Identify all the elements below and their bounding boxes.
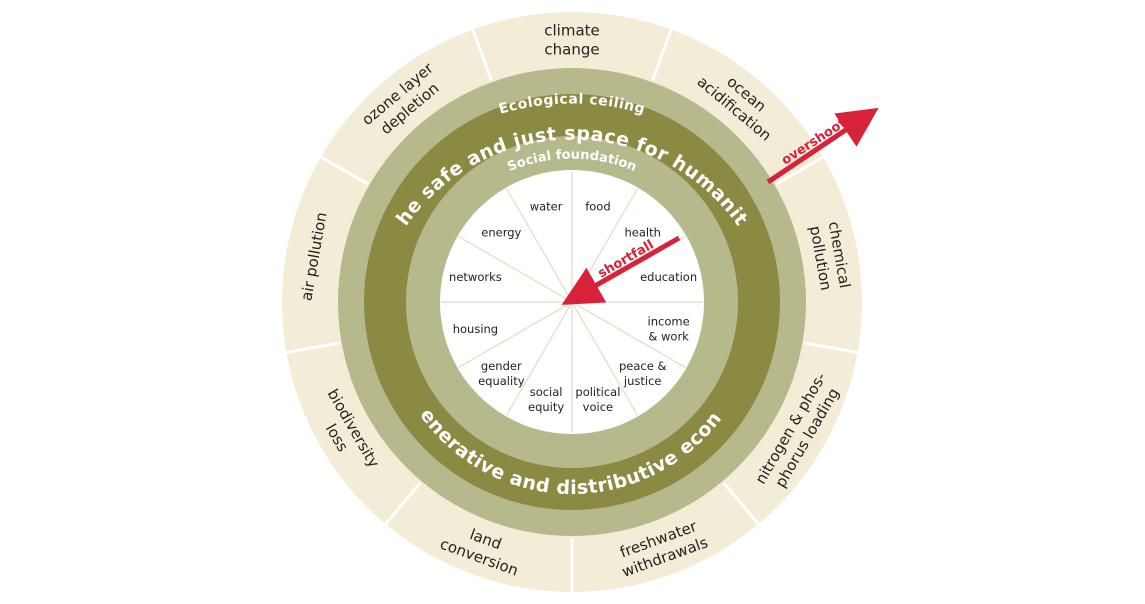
social-income-work: income& work bbox=[648, 314, 690, 343]
social-education: education bbox=[640, 270, 697, 284]
social-health: health bbox=[624, 225, 660, 239]
social-peace-justice: peace &justice bbox=[619, 359, 666, 388]
outer-divider bbox=[775, 154, 826, 186]
outer-divider bbox=[383, 481, 422, 527]
outer-divider bbox=[284, 341, 340, 355]
social-foundation-labels: food health education income& work peace &ju… bbox=[449, 199, 697, 414]
outer-divider bbox=[318, 154, 369, 186]
social-housing: housing bbox=[453, 322, 498, 336]
inner-divider bbox=[458, 301, 573, 369]
outer-divider bbox=[722, 481, 761, 527]
inner-divider bbox=[458, 235, 573, 303]
boundary-chemical-pollution: chemicalpollution bbox=[806, 220, 854, 293]
outer-divider bbox=[804, 341, 860, 355]
social-networks: networks bbox=[449, 270, 502, 284]
social-energy: energy bbox=[481, 225, 521, 239]
social-water: water bbox=[530, 199, 563, 213]
inner-divider bbox=[505, 188, 573, 303]
social-food: food bbox=[585, 199, 610, 213]
inner-divider bbox=[571, 301, 639, 416]
outer-divider bbox=[651, 27, 674, 81]
inner-divider bbox=[571, 301, 686, 369]
outer-divider bbox=[470, 27, 493, 81]
inner-divider bbox=[505, 301, 573, 416]
